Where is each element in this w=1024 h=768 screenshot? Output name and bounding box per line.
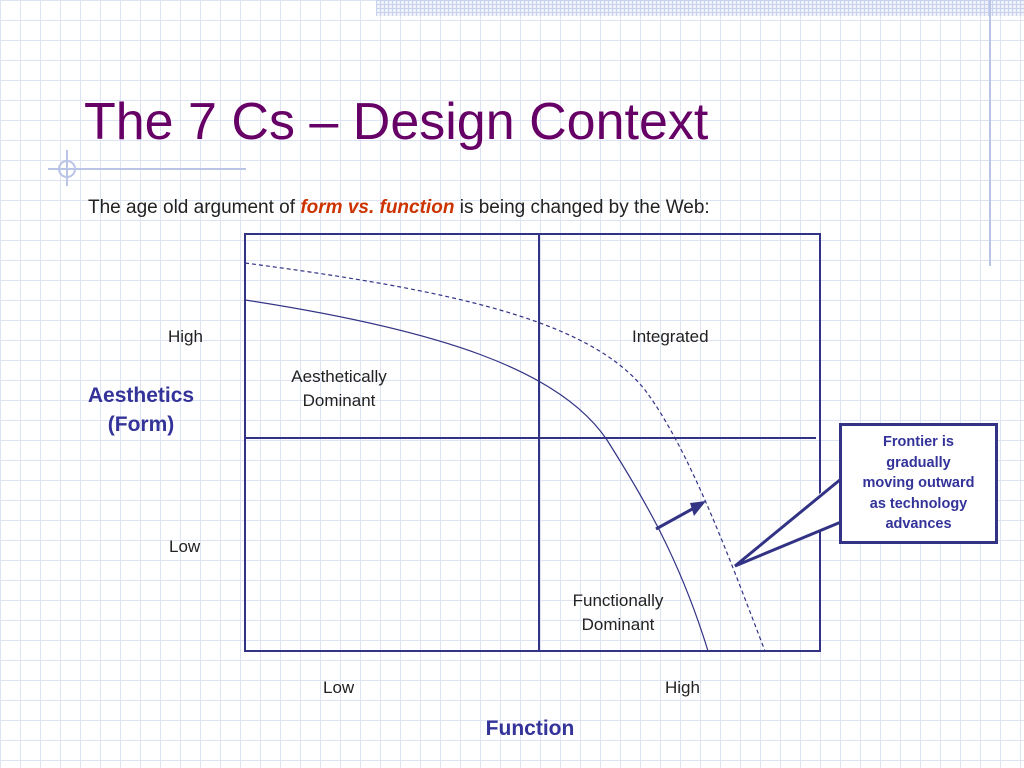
y-axis-high-label: High <box>168 327 203 346</box>
title-underline-circle <box>58 160 76 178</box>
subtitle-text-before: The age old argument of <box>88 197 301 218</box>
callout-line: gradually <box>886 454 951 471</box>
callout-line: as technology <box>869 495 968 512</box>
x-axis-title: Function <box>485 717 575 740</box>
outward-arrow-head <box>690 501 706 516</box>
quadrant-aesthetically-dominant: Aesthetically Dominant <box>269 365 409 413</box>
y-axis-title-line2: (Form) <box>107 413 175 436</box>
top-decorative-band <box>376 0 1024 16</box>
subtitle-emphasis: form vs. function <box>300 197 455 218</box>
title-underline <box>48 168 246 170</box>
outward-arrow-shaft <box>655 506 695 531</box>
slide-subtitle: The age old argument of form vs. functio… <box>88 197 710 219</box>
quadrant-label-line: Dominant <box>302 391 376 410</box>
current-frontier-curve <box>244 299 709 652</box>
callout-line: advances <box>885 516 952 532</box>
x-axis-low-label: Low <box>323 678 355 697</box>
future-frontier-curve <box>244 262 766 652</box>
decorative-vertical-line <box>989 0 991 266</box>
quadrant-label-line: Dominant <box>581 615 655 634</box>
diagram-frame <box>244 233 821 652</box>
callout-pointer <box>734 477 842 568</box>
quadrant-integrated: Integrated <box>632 327 709 346</box>
callout-line: Frontier is <box>883 434 954 450</box>
y-axis-title-line1: Aesthetics <box>87 384 195 407</box>
quadrant-label-line: Aesthetically <box>291 367 387 386</box>
quadrant-label-line: Functionally <box>572 591 664 610</box>
x-axis-high-label: High <box>665 678 700 697</box>
y-axis-title: Aesthetics (Form) <box>70 381 212 439</box>
quadrant-functionally-dominant: Functionally Dominant <box>548 589 688 637</box>
y-axis-low-label: Low <box>169 537 201 556</box>
subtitle-text-after: is being changed by the Web: <box>454 197 710 218</box>
frontier-callout: Frontier is gradually moving outward as … <box>839 423 998 544</box>
slide-title: The 7 Cs – Design Context <box>84 93 709 151</box>
callout-line: moving outward <box>862 475 975 491</box>
